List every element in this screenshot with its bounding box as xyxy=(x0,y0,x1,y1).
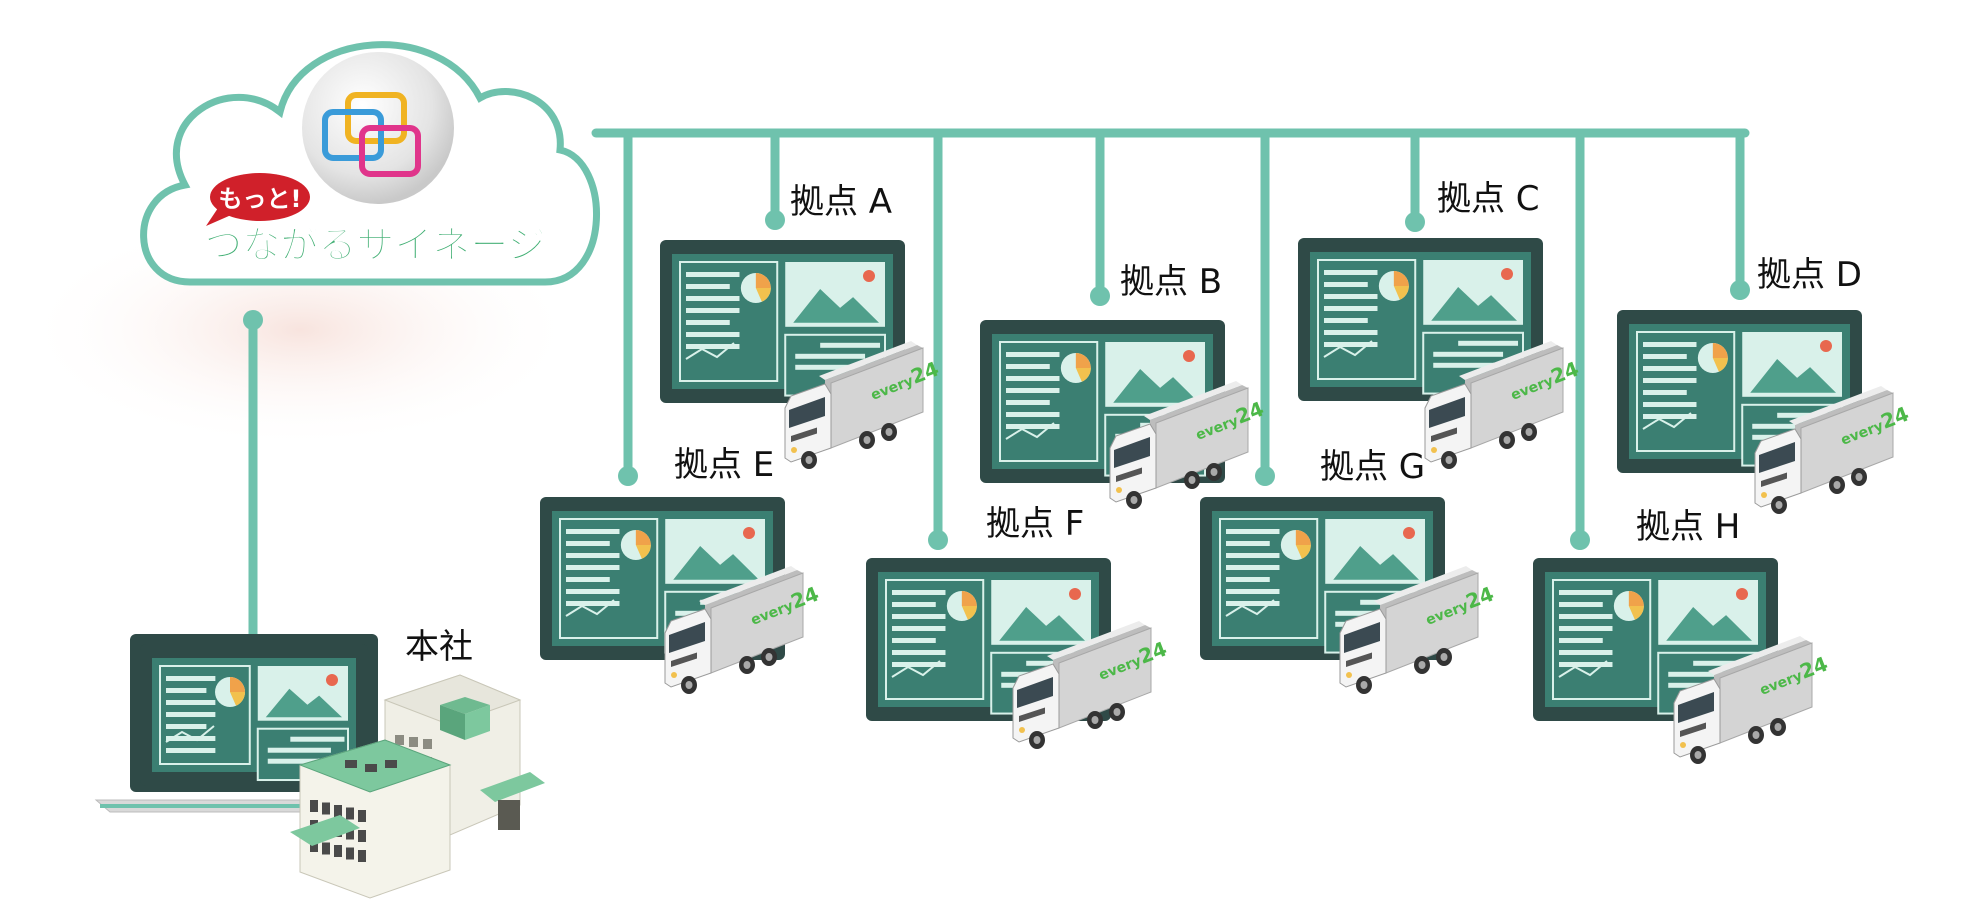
brand-name: つながるサイネージ xyxy=(204,223,545,267)
site-label: 拠点 F xyxy=(986,504,1084,544)
truck-icon: every24 xyxy=(1673,636,1831,764)
truck-icon: every24 xyxy=(1339,566,1497,694)
badge-bubble xyxy=(210,173,310,221)
site-f: every24 拠点 F xyxy=(866,504,1170,749)
brand-badge: もっと! xyxy=(219,185,302,213)
truck-icon: every24 xyxy=(1424,341,1582,469)
site-h: every24 拠点 H xyxy=(1533,507,1831,764)
cloud-service: もっと! つながるサイネージ xyxy=(140,41,600,286)
headquarters: 本社 xyxy=(94,627,545,899)
truck-icon: every24 xyxy=(1012,621,1170,749)
site-label: 拠点 D xyxy=(1757,255,1862,295)
connector-dot-f xyxy=(928,530,948,550)
site-d: every24 拠点 D xyxy=(1617,255,1912,514)
headquarters-label: 本社 xyxy=(405,627,473,667)
truck-icon: every24 xyxy=(1754,386,1912,514)
connector-dot-g xyxy=(1255,466,1275,486)
site-label: 拠点 C xyxy=(1437,179,1540,219)
site-g: every24 拠点 G xyxy=(1200,447,1497,694)
truck-icon: every24 xyxy=(784,341,942,469)
signage-monitor xyxy=(1298,238,1543,401)
site-label: 拠点 A xyxy=(790,182,892,222)
connector-dot-c xyxy=(1405,212,1425,232)
site-c: every24 拠点 C xyxy=(1298,179,1582,469)
site-b: every24 拠点 B xyxy=(980,262,1267,509)
logo-icon xyxy=(322,92,421,177)
truck-icon: every24 xyxy=(1109,381,1267,509)
connector-dot-b xyxy=(1090,286,1110,306)
site-label: 拠点 G xyxy=(1320,447,1425,487)
connector-dot-a xyxy=(765,210,785,230)
site-a: every24 拠点 A xyxy=(660,182,942,469)
site-e: every24 拠点 E xyxy=(540,445,822,694)
network-lines xyxy=(243,128,1750,640)
connector-dot-h xyxy=(1570,530,1590,550)
site-label: 拠点 H xyxy=(1636,507,1740,547)
headquarters-building xyxy=(290,674,545,899)
site-label: 拠点 B xyxy=(1120,262,1222,302)
site-label: 拠点 E xyxy=(674,445,774,485)
laptop xyxy=(94,634,412,813)
connector-dot-d xyxy=(1730,280,1750,300)
connector-dot-e xyxy=(618,466,638,486)
truck-icon: every24 xyxy=(664,566,822,694)
